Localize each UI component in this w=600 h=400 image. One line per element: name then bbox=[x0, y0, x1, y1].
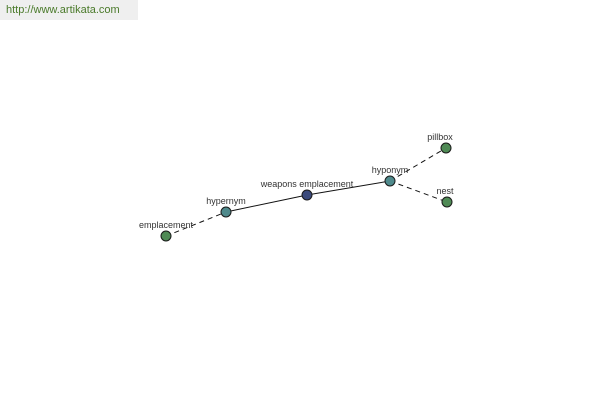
node-pillbox[interactable] bbox=[440, 142, 452, 154]
label-hypernym: hypernym bbox=[206, 196, 246, 206]
label-pillbox: pillbox bbox=[427, 132, 453, 142]
label-emplacement: emplacement bbox=[139, 220, 194, 230]
label-weapons-emplacement: weapons emplacement bbox=[260, 179, 354, 189]
edge-emplacement-hypernym bbox=[165, 211, 227, 237]
edge-hyponym-nest bbox=[389, 180, 448, 203]
label-nest: nest bbox=[436, 186, 454, 196]
source-url-banner[interactable]: http://www.artikata.com bbox=[0, 0, 138, 20]
edge-hypernym-center bbox=[225, 194, 308, 213]
node-hypernym[interactable] bbox=[220, 206, 232, 218]
edge-hyponym-pillbox bbox=[389, 147, 447, 182]
node-emplacement[interactable] bbox=[160, 230, 172, 242]
node-nest[interactable] bbox=[441, 196, 453, 208]
node-hyponym[interactable] bbox=[384, 175, 396, 187]
edge-center-hyponym bbox=[306, 180, 391, 196]
label-hyponym: hyponym bbox=[372, 165, 409, 175]
node-weapons-emplacement[interactable] bbox=[301, 189, 313, 201]
